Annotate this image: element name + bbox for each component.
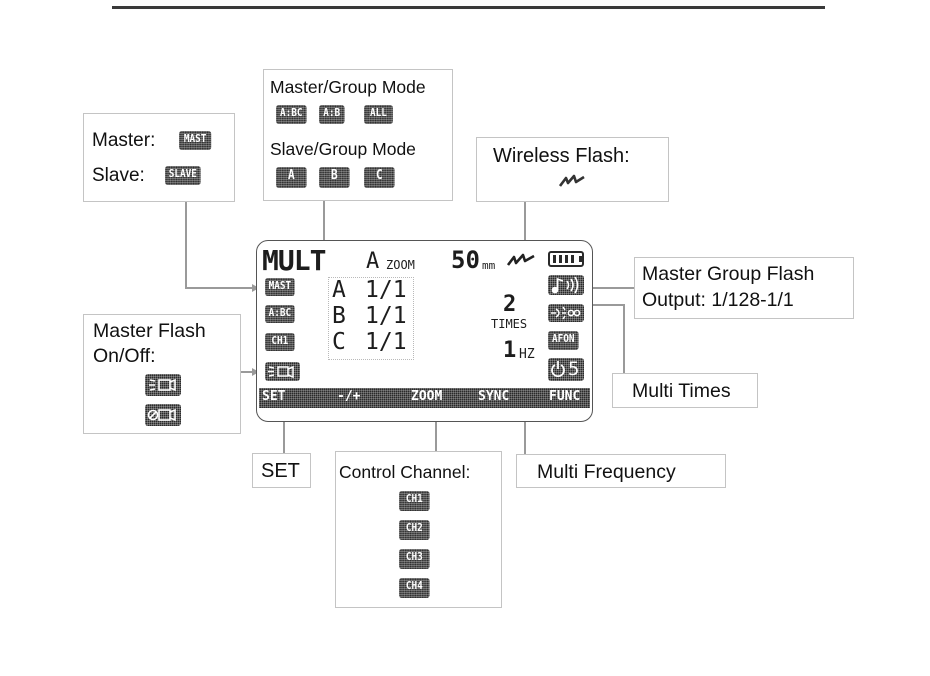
callout-master-slave: Master: MAST Slave: SLAVE [83, 113, 235, 202]
master-label: Master: [92, 130, 156, 151]
lcd-power-value: 5 [568, 358, 580, 380]
connector-multi-times-v [623, 304, 625, 373]
set-label: SET [261, 460, 300, 482]
lcd-battery-icon [548, 251, 584, 267]
master-flash-line2: On/Off: [93, 345, 156, 367]
lcd-wireless-icon [506, 253, 535, 266]
chip-ab: A:B [319, 105, 345, 124]
lcd-sound-icon [548, 275, 584, 295]
connector-set [283, 416, 285, 453]
chip-ch3: CH3 [399, 549, 430, 569]
softkey-plus-minus[interactable]: -/+ [337, 389, 361, 404]
lcd-af-on-icon: AFON [548, 331, 579, 350]
callout-multi-frequency: Multi Frequency [516, 454, 726, 488]
lcd-group-output: 1/1 [365, 277, 407, 303]
connector-wireless [524, 202, 526, 242]
callout-wireless: Wireless Flash: [476, 137, 669, 202]
chip-a: A [276, 167, 307, 188]
lcd-group-label: B [332, 303, 346, 329]
top-rule [112, 6, 825, 9]
chip-c: C [364, 167, 395, 188]
chip-abc: A:BC [276, 105, 307, 124]
slave-chip: SLAVE [165, 166, 201, 185]
lcd-softkey-bar: SET -/+ ZOOM SYNC FUNC [259, 388, 590, 408]
multi-times-label: Multi Times [632, 380, 731, 402]
lcd-times-value: 2 [503, 292, 517, 317]
slave-group-mode-title: Slave/Group Mode [270, 139, 416, 159]
multi-frequency-label: Multi Frequency [537, 461, 676, 483]
callout-master-flash: Master Flash On/Off: [83, 314, 241, 434]
lcd-ch1-icon: CH1 [265, 333, 295, 351]
lcd-zoom-mode: A [366, 249, 380, 274]
lcd-freq-unit: HZ [519, 347, 535, 362]
chip-ch1: CH1 [399, 491, 430, 511]
connector-master-h [185, 287, 253, 289]
lcd-groups-frame [328, 277, 414, 360]
lcd-group-output: 1/1 [365, 329, 407, 355]
chip-all: ALL [364, 105, 393, 124]
lcd-mast-icon: MAST [265, 278, 295, 296]
chip-ch4: CH4 [399, 578, 430, 598]
callout-group-mode: Master/Group Mode A:BC A:B ALL Slave/Gro… [263, 69, 453, 201]
lcd-lamp-infinity-icon [548, 304, 584, 322]
wireless-flash-icon [559, 174, 585, 187]
callout-group-output: Master Group Flash Output: 1/128-1/1 [634, 257, 854, 319]
slave-label: Slave: [92, 165, 145, 186]
chip-ch2: CH2 [399, 520, 430, 540]
softkey-sync[interactable]: SYNC [478, 389, 510, 404]
callout-set: SET [252, 453, 311, 488]
control-channel-title: Control Channel: [339, 462, 471, 482]
softkey-set[interactable]: SET [262, 389, 286, 404]
lcd-abc-icon: A:BC [265, 305, 295, 323]
lcd-times-label: TIMES [491, 317, 528, 331]
callout-control-channel: Control Channel: CH1 CH2 CH3 CH4 [335, 451, 502, 608]
chip-b: B [319, 167, 350, 188]
arrow-master-flash [252, 368, 259, 376]
lcd-power-icon: 5 [548, 358, 584, 381]
group-output-line1: Master Group Flash [642, 263, 815, 285]
lcd-flash-on-icon [265, 362, 300, 381]
lcd-group-label: C [332, 329, 346, 355]
lcd-focal-length: 50 [451, 246, 480, 274]
softkey-zoom[interactable]: ZOOM [411, 389, 443, 404]
lcd-freq-value: 1 [503, 338, 517, 363]
master-group-mode-title: Master/Group Mode [270, 77, 426, 97]
softkey-func[interactable]: FUNC [549, 389, 581, 404]
lcd-mode: MULT [262, 244, 326, 277]
connector-master-flash [241, 371, 253, 373]
lcd-focal-unit: mm [482, 259, 496, 272]
group-output-line2: Output: 1/128-1/1 [642, 289, 794, 311]
lcd-group-label: A [332, 277, 346, 303]
callout-multi-times: Multi Times [612, 373, 758, 408]
lcd-zoom-label: ZOOM [386, 258, 415, 272]
master-flash-on-icon [145, 374, 181, 396]
arrow-master [252, 284, 259, 292]
wireless-title: Wireless Flash: [493, 145, 630, 167]
master-chip: MAST [179, 131, 212, 150]
lcd-group-output: 1/1 [365, 303, 407, 329]
connector-master [185, 202, 187, 288]
master-flash-line1: Master Flash [93, 320, 206, 342]
master-flash-off-icon [145, 404, 181, 426]
